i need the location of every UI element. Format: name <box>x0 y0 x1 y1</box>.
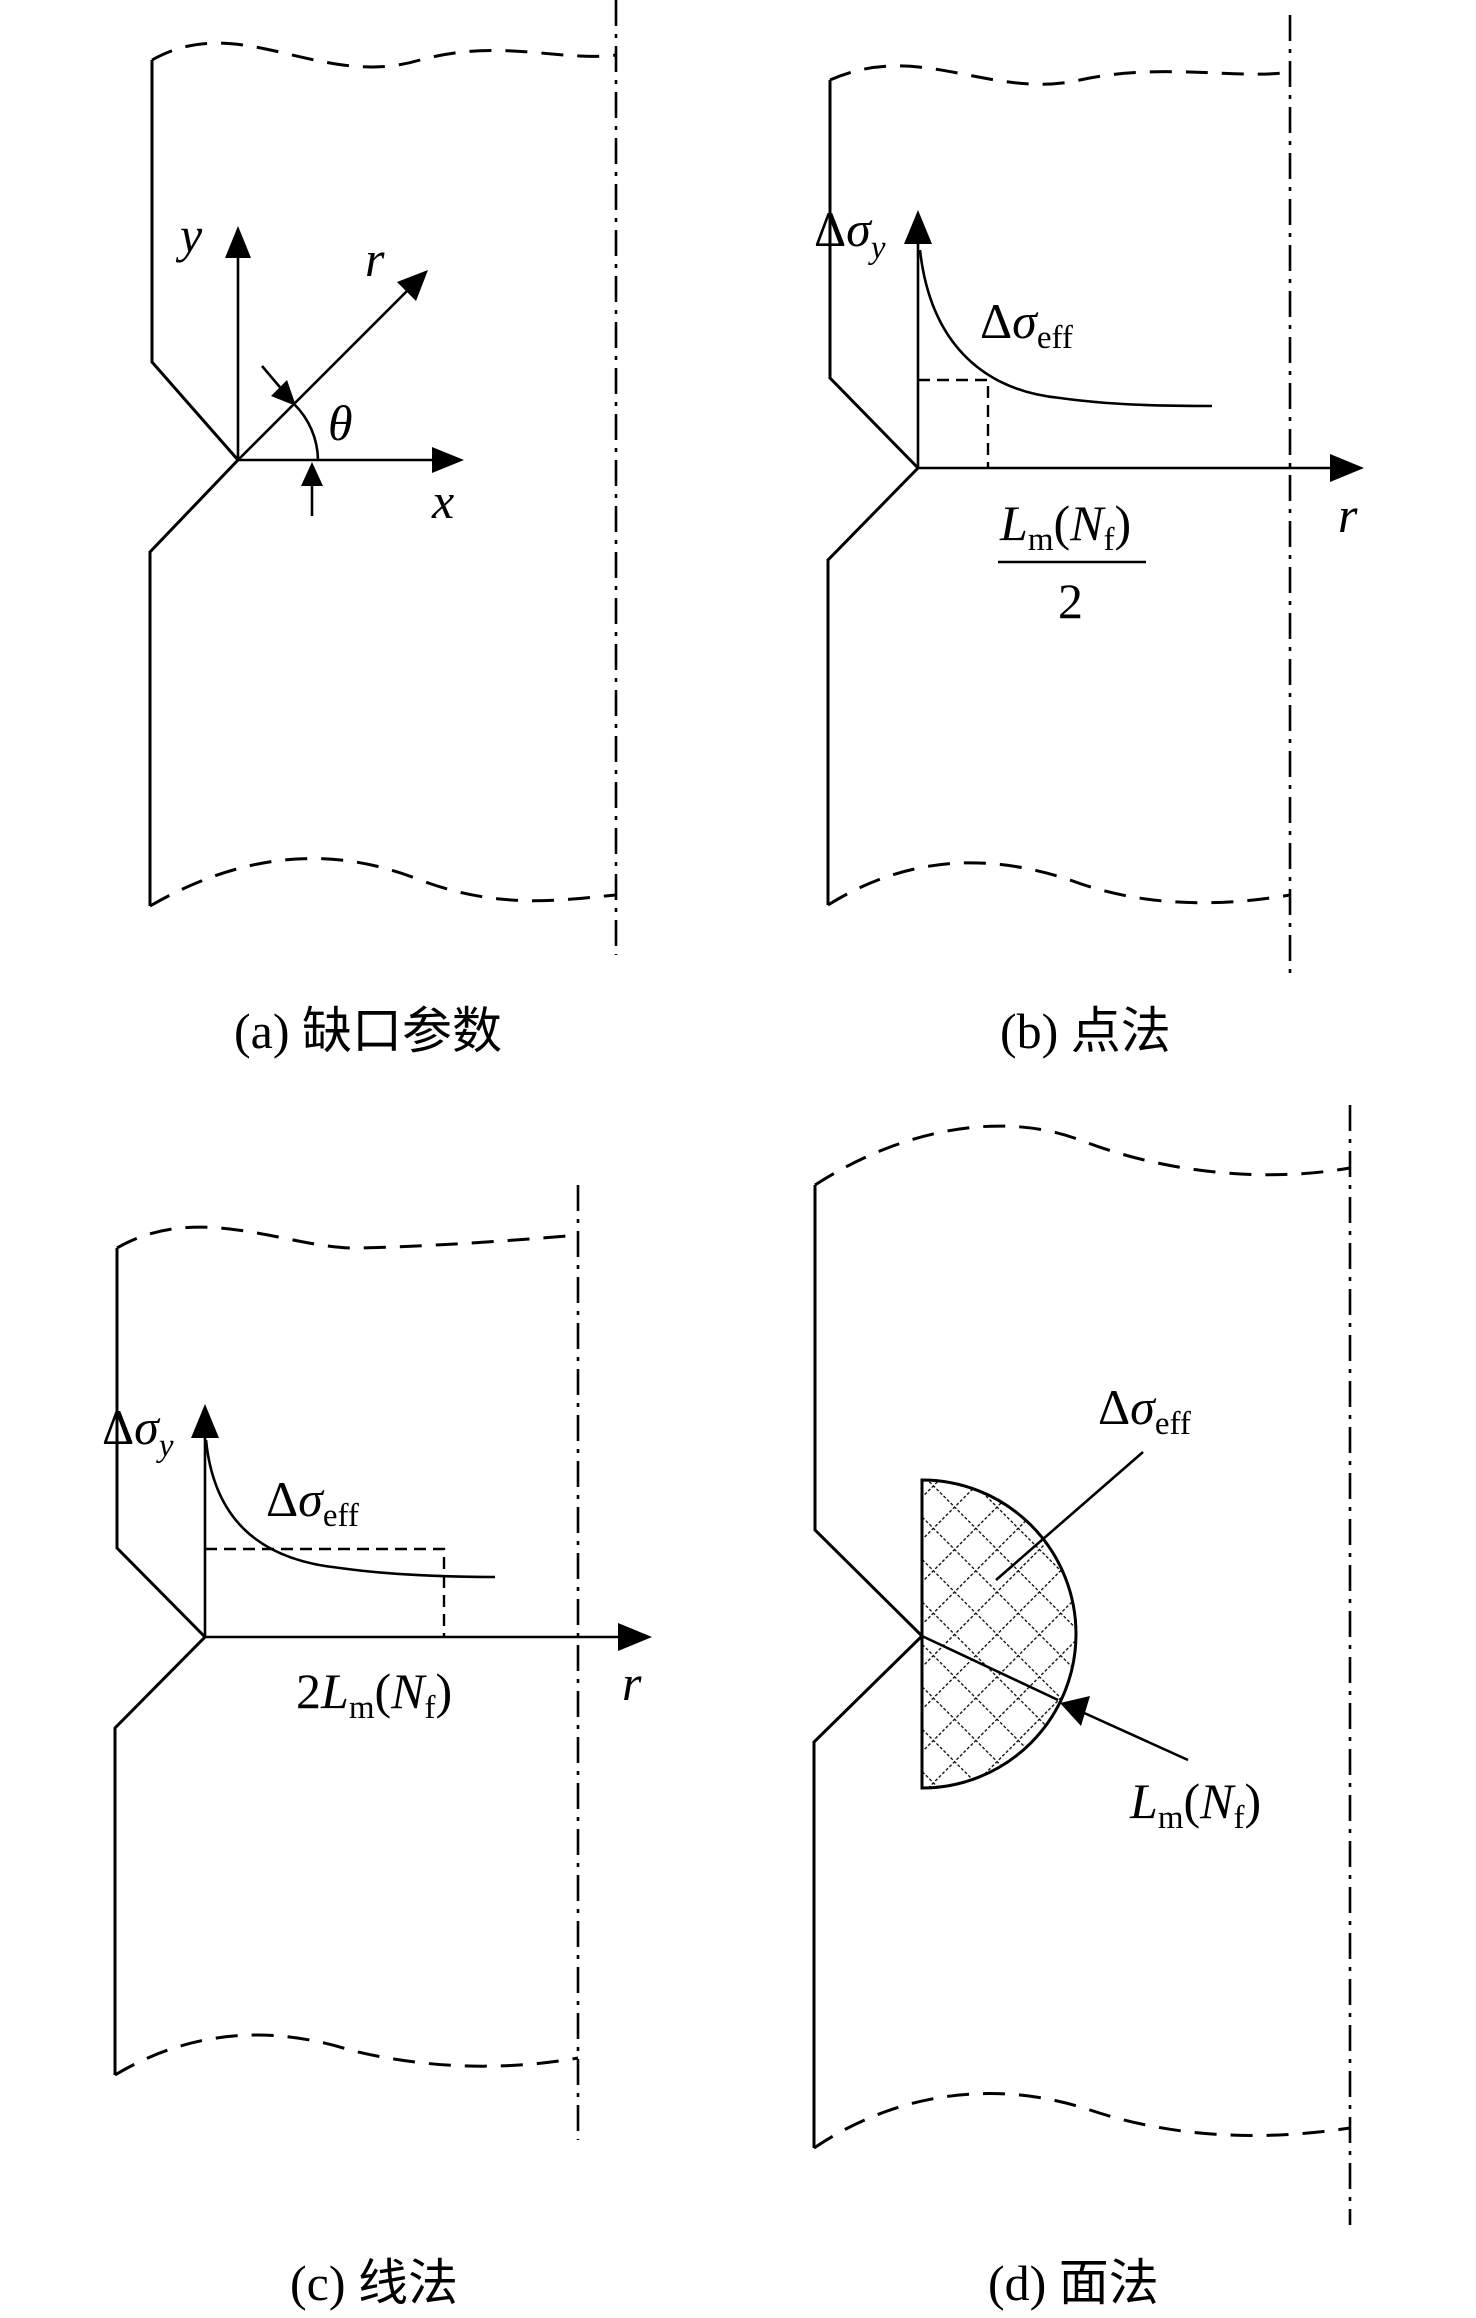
y-axis-arrowhead-a <box>225 226 251 258</box>
bottom-break-line-b <box>827 861 1291 907</box>
half-critical-distance-numerator-b: Lm(Nf) <box>999 495 1131 558</box>
stress-axis-label-c: Δσy <box>102 1399 174 1464</box>
theta-label-a: θ <box>328 395 353 451</box>
averaged-stress-guide-c <box>205 1547 446 1637</box>
critical-radius-line-d <box>921 1634 1059 1702</box>
caption-c: (c) 线法 <box>290 2255 458 2311</box>
theta-arrow-bottom-a <box>301 462 323 486</box>
specimen-outline-d <box>812 1185 925 2148</box>
critical-distance-label-d: Lm(Nf) <box>1129 1773 1261 1836</box>
r-axis-label-c: r <box>622 1655 642 1711</box>
bottom-break-line-d <box>813 2092 1351 2150</box>
r-axis-a <box>237 287 411 461</box>
stress-curve-c <box>204 1439 496 1579</box>
effective-stress-label-b: Δσeff <box>980 293 1073 356</box>
y-axis-label-a: y <box>175 207 203 263</box>
top-break-line-b <box>829 64 1291 86</box>
panel-b-point-method: Δσy Δσeff r Lm(Nf) 2 (b) 点法 <box>814 15 1364 1059</box>
r-axis-arrowhead-c <box>618 1623 652 1651</box>
r-axis-label-b: r <box>1338 487 1358 543</box>
r-axis-arrowhead-b <box>1330 454 1364 482</box>
effective-stress-guide-b <box>918 378 990 468</box>
caption-b: (b) 点法 <box>1000 1003 1171 1059</box>
panel-d-area-method: Δσeff Lm(Nf) (d) 面法 <box>812 1105 1352 2311</box>
x-axis-label-a: x <box>431 473 454 529</box>
panel-a-notch-parameters: y r θ x (a) 缺口参数 <box>148 0 618 1059</box>
critical-area-semicircle-d <box>920 1478 1078 1790</box>
theta-arrow-top-a <box>271 380 296 406</box>
critical-radius-leader-d <box>1081 1710 1189 1762</box>
stress-axis-label-b: Δσy <box>814 201 886 266</box>
r-axis-label-a: r <box>365 231 385 287</box>
caption-d: (d) 面法 <box>988 2255 1159 2311</box>
x-axis-arrowhead-a <box>432 447 464 473</box>
bottom-break-line-a <box>149 857 617 908</box>
bottom-break-line-c <box>114 2033 579 2077</box>
half-critical-distance-denominator-b: 2 <box>1058 573 1083 629</box>
critical-radius-arrowhead-d <box>1060 1696 1090 1726</box>
stress-axis-arrowhead-c <box>191 1404 219 1438</box>
stress-axis-arrowhead-b <box>904 210 932 244</box>
effective-stress-label-d: Δσeff <box>1098 1379 1191 1442</box>
effective-stress-leader-d <box>995 1451 1144 1581</box>
effective-stress-label-c: Δσeff <box>266 1471 359 1534</box>
top-break-line-d <box>814 1124 1351 1187</box>
specimen-outline-c <box>113 1248 208 2075</box>
critical-distance-label-c: 2Lm(Nf) <box>296 1663 452 1726</box>
theta-arc-a <box>293 403 320 461</box>
panel-c-line-method: Δσy Δσeff 2Lm(Nf) r (c) 线法 <box>102 1185 652 2311</box>
stress-curve-b <box>918 249 1213 408</box>
caption-a: (a) 缺口参数 <box>234 1003 502 1059</box>
top-break-line-c <box>116 1225 579 1250</box>
top-break-line-a <box>151 41 617 69</box>
r-axis-arrowhead-a <box>397 270 428 301</box>
specimen-outline-a <box>148 60 241 906</box>
